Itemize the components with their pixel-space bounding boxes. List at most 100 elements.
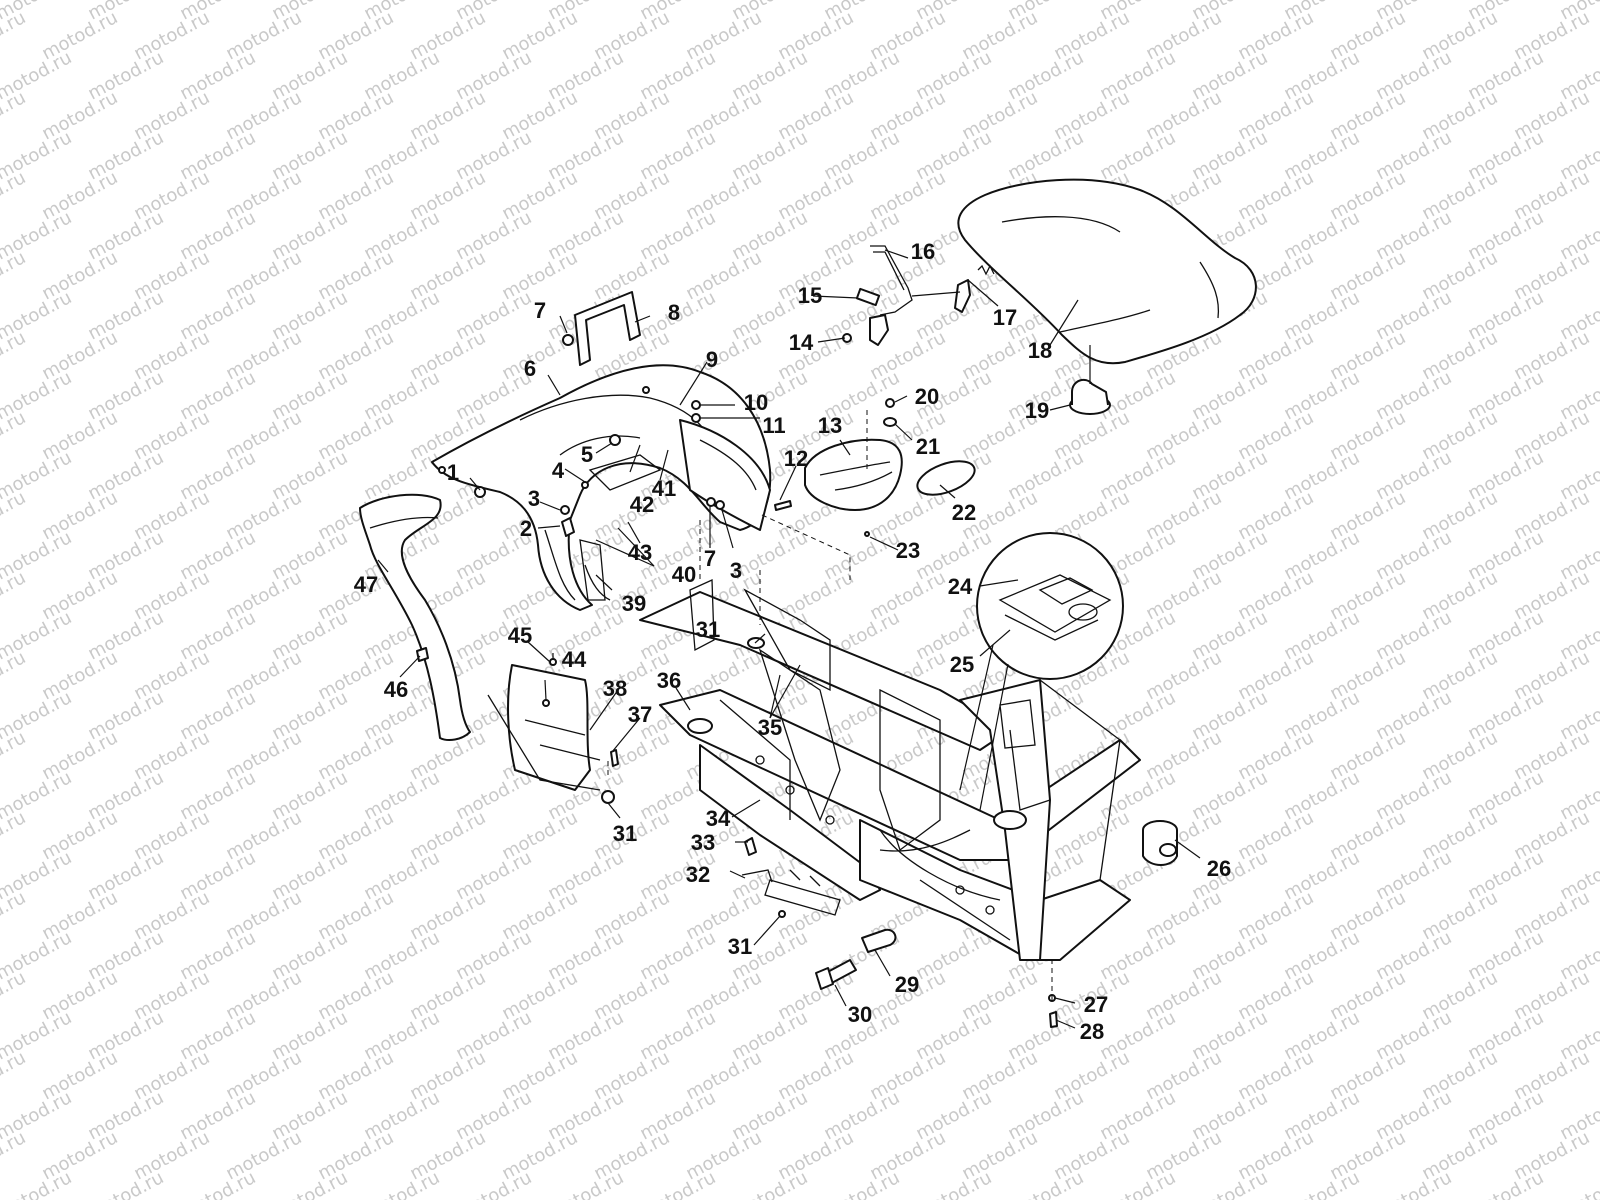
watermark-text: motod.ru [176, 1167, 259, 1200]
callout-32: 32 [686, 862, 710, 887]
callout-29: 29 [895, 972, 919, 997]
watermark-text: motod.ru [84, 1167, 167, 1200]
callout-12: 12 [784, 446, 808, 471]
callout-5: 5 [581, 442, 593, 467]
callout-44: 44 [562, 647, 587, 672]
watermark-text: motod.ru [636, 1167, 719, 1200]
callout-6: 6 [524, 356, 536, 381]
callout-19: 19 [1025, 398, 1049, 423]
callout-22: 22 [952, 500, 976, 525]
watermark-text: motod.ru [0, 887, 29, 944]
callout-17: 17 [993, 305, 1017, 330]
callout-11: 11 [762, 413, 785, 438]
watermark-text: motod.ru [0, 727, 29, 784]
callout-4: 4 [552, 458, 565, 483]
callout-24: 24 [948, 574, 973, 599]
callout-34: 34 [706, 806, 731, 831]
seat-latch-part [842, 245, 995, 346]
callout-8: 8 [668, 300, 680, 325]
callout-46: 46 [384, 677, 408, 702]
watermark-text: motod.ru [0, 7, 29, 64]
tank-cover-part [804, 438, 903, 511]
callout-26: 26 [1207, 856, 1231, 881]
watermark-text: motod.ru [0, 647, 29, 704]
callout-2: 2 [520, 516, 532, 541]
callout-15: 15 [798, 283, 822, 308]
callout-18: 18 [1028, 338, 1052, 363]
watermark-text: motod.ru [0, 807, 29, 864]
callout-23: 23 [896, 538, 920, 563]
leader-lines [377, 249, 1201, 1029]
callout-31: 31 [696, 617, 720, 642]
callout-31: 31 [728, 934, 752, 959]
watermark-text: motod.ru [544, 1167, 627, 1200]
callout-1: 1 [447, 460, 459, 485]
callout-31: 31 [613, 821, 637, 846]
callout-41: 41 [652, 476, 676, 501]
watermark-text: motod.ru [0, 487, 29, 544]
callout-13: 13 [818, 413, 842, 438]
watermark-text: motod.ru [912, 1167, 995, 1200]
watermark-text: motod.ru [268, 1167, 351, 1200]
callout-3: 3 [730, 558, 742, 583]
watermark-text: motod.ru [1372, 1167, 1455, 1200]
seat-part [957, 178, 1257, 365]
seat-bumper-part [1069, 378, 1111, 415]
watermark-text: motod.ru [728, 1167, 811, 1200]
callout-38: 38 [603, 676, 627, 701]
callout-14: 14 [789, 330, 814, 355]
callout-27: 27 [1084, 992, 1108, 1017]
callout-47: 47 [354, 572, 378, 597]
watermark-text: motod.ru [1004, 1167, 1087, 1200]
watermark-text: motod.ru [1188, 1167, 1271, 1200]
callout-labels: 1 2 3 3 4 5 6 7 7 8 9 10 11 12 13 14 15 … [354, 239, 1231, 1044]
bushing-part [1142, 820, 1178, 866]
watermark-text: motod.ru [1556, 1167, 1600, 1200]
callout-37: 37 [628, 702, 652, 727]
callout-39: 39 [622, 591, 646, 616]
watermark-text: motod.ru [0, 1167, 75, 1200]
callout-25: 25 [950, 652, 974, 677]
watermark-text: motod.ru [0, 247, 29, 304]
bracket-part [861, 928, 897, 953]
callout-45: 45 [508, 623, 532, 648]
callout-30: 30 [848, 1002, 872, 1027]
bolt-part [815, 959, 857, 990]
watermark-text: motod.ru [1096, 1167, 1179, 1200]
callout-20: 20 [915, 384, 939, 409]
watermark-text: motod.ru [452, 1167, 535, 1200]
fender-bracket-part [574, 291, 641, 366]
watermark-text: motod.ru [1280, 1167, 1363, 1200]
mud-flap-part [359, 493, 471, 741]
frame-footrest-part [764, 829, 971, 916]
callout-43: 43 [628, 540, 652, 565]
main-frame-part [639, 579, 1141, 961]
callout-10: 10 [744, 390, 768, 415]
watermark-text: motod.ru [0, 1127, 29, 1184]
watermark-text: motod.ru [1464, 1167, 1547, 1200]
watermark-text: motod.ru [0, 327, 29, 384]
callout-9: 9 [706, 347, 718, 372]
gasket-part [916, 460, 976, 496]
fastener-parts [416, 398, 1058, 1028]
callout-3: 3 [528, 486, 540, 511]
fender-side-panel-part [487, 539, 606, 791]
watermark-text: motod.ru [0, 87, 29, 144]
watermark-text: motod.ru [0, 407, 29, 464]
callout-7: 7 [704, 546, 716, 571]
watermark-text: motod.ru [0, 967, 29, 1024]
watermark-text: motod.ru [820, 1167, 903, 1200]
callout-40: 40 [672, 562, 696, 587]
callout-7: 7 [534, 298, 546, 323]
watermark-text: motod.ru [0, 167, 29, 224]
watermark-text: motod.ru [0, 1047, 29, 1104]
detail-view-part [976, 532, 1124, 680]
callout-21: 21 [916, 434, 940, 459]
callout-36: 36 [657, 668, 681, 693]
callout-42: 42 [630, 492, 654, 517]
callout-33: 33 [691, 830, 715, 855]
callout-35: 35 [758, 715, 782, 740]
watermark-text: motod.ru [360, 1167, 443, 1200]
